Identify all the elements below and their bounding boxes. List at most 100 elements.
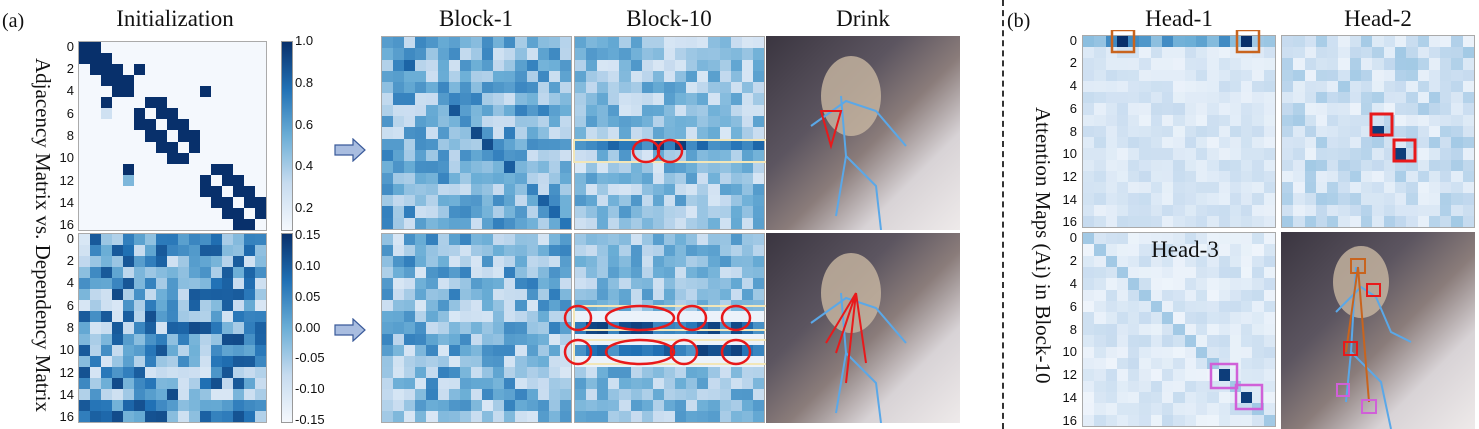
heatmap-cell [1195, 159, 1208, 171]
y-tick-label: 16 [1062, 413, 1077, 429]
heatmap-cell [1451, 36, 1463, 48]
heatmap-cell [178, 119, 189, 131]
heatmap-cell [697, 93, 709, 105]
heatmap-cell [1361, 159, 1373, 171]
heatmap-cell [1195, 267, 1208, 279]
heatmap-cell [134, 410, 145, 422]
heatmap-cell [548, 138, 560, 150]
heatmap-cell [1372, 137, 1384, 149]
heatmap-cell [1083, 414, 1095, 426]
heatmap-cell [200, 163, 211, 175]
heatmap-cell [515, 278, 527, 290]
heatmap-cell [1406, 47, 1418, 59]
heatmap-cell [426, 344, 438, 356]
heatmap-cell [244, 97, 255, 109]
heatmap-cell [415, 104, 427, 117]
heatmap-cell [123, 256, 134, 268]
heatmap-cell [575, 245, 587, 257]
heatmap-cell [189, 333, 200, 345]
heatmap-cell [575, 138, 587, 150]
heatmap-cell [493, 234, 505, 246]
heatmap-cell [145, 97, 156, 109]
heatmap-cell [470, 399, 483, 411]
heatmap-cell [233, 108, 244, 120]
heatmap-cell [1252, 182, 1264, 194]
heatmap-cell [526, 355, 538, 367]
heatmap-cell [156, 185, 167, 197]
heatmap-cell [493, 333, 505, 345]
heatmap-cell [482, 377, 494, 389]
heatmap-cell [222, 42, 233, 54]
heatmap-cell [90, 196, 101, 208]
heatmap-cell [1173, 92, 1185, 104]
heatmap-cell [619, 366, 631, 378]
heatmap-cell [1406, 215, 1418, 227]
heatmap-cell [1451, 204, 1463, 216]
heatmap-cell [1327, 69, 1339, 81]
heatmap-cell [145, 185, 156, 197]
heatmap-cell [1094, 114, 1106, 126]
heatmap-cell [145, 152, 156, 164]
heatmap-cell [1394, 148, 1407, 160]
heatmap-cell [652, 278, 664, 290]
heatmap-cell [741, 322, 753, 334]
heatmap-cell [1349, 80, 1362, 93]
heatmap-cell [586, 183, 598, 196]
skeleton-overlay [810, 56, 907, 230]
heatmap-cell [200, 218, 211, 230]
heatmap-cell [1150, 278, 1163, 290]
heatmap-cell [537, 37, 549, 49]
heatmap-cell [233, 130, 244, 142]
heatmap-cell [1252, 103, 1264, 115]
heatmap-cell [233, 377, 244, 389]
heatmap-cell [459, 37, 471, 49]
heatmap-cell [211, 86, 222, 98]
heatmap-cell [537, 195, 549, 207]
heatmap-cell [426, 48, 438, 60]
heatmap-cell [244, 278, 255, 290]
heatmap-cell [1207, 323, 1219, 336]
heatmap-cell [1105, 267, 1117, 279]
heatmap-cell [167, 366, 178, 378]
heatmap-cell [167, 234, 178, 246]
heatmap-cell [255, 311, 266, 323]
heatmap-cell [255, 218, 266, 230]
heatmap-cell [437, 217, 449, 229]
heatmap-cell [222, 256, 233, 268]
heatmap-cell [1263, 47, 1275, 59]
heatmap-cell [178, 108, 189, 120]
heatmap-cell [1293, 92, 1305, 104]
heatmap-cell [156, 218, 167, 230]
heatmap-cell [112, 64, 123, 76]
heatmap-cell [134, 388, 145, 400]
heatmap-cell [708, 344, 720, 356]
heatmap-cell [686, 344, 698, 356]
heatmap-cell [1383, 170, 1395, 183]
heatmap-cell [652, 59, 664, 71]
heatmap-cell [426, 410, 438, 422]
heatmap-cell [178, 163, 189, 175]
heatmap-cell [1304, 137, 1316, 149]
heatmap-cell [145, 355, 156, 367]
heatmap-cell [730, 206, 742, 218]
heatmap-cell [1327, 58, 1339, 70]
heatmap-cell [134, 344, 145, 356]
heatmap-cell [526, 289, 538, 301]
heatmap-cell [470, 377, 483, 389]
heatmap-cell [1241, 255, 1253, 268]
heatmap-cell [244, 75, 255, 87]
heatmap-cell [404, 161, 416, 173]
heatmap-cell [415, 161, 427, 173]
heatmap-cell [641, 138, 653, 150]
heatmap-cell [1451, 80, 1463, 93]
heatmap-cell [134, 174, 145, 186]
heatmap-cell [1139, 170, 1151, 183]
heatmap-cell [1162, 357, 1174, 370]
heatmap-cell [1252, 137, 1264, 149]
heatmap-cell [526, 256, 538, 268]
heatmap-cell [448, 245, 460, 257]
heatmap-cell [1293, 137, 1305, 149]
heatmap-cell [1173, 335, 1185, 347]
heatmap-cell [101, 355, 112, 367]
heatmap-cell [1094, 346, 1106, 358]
